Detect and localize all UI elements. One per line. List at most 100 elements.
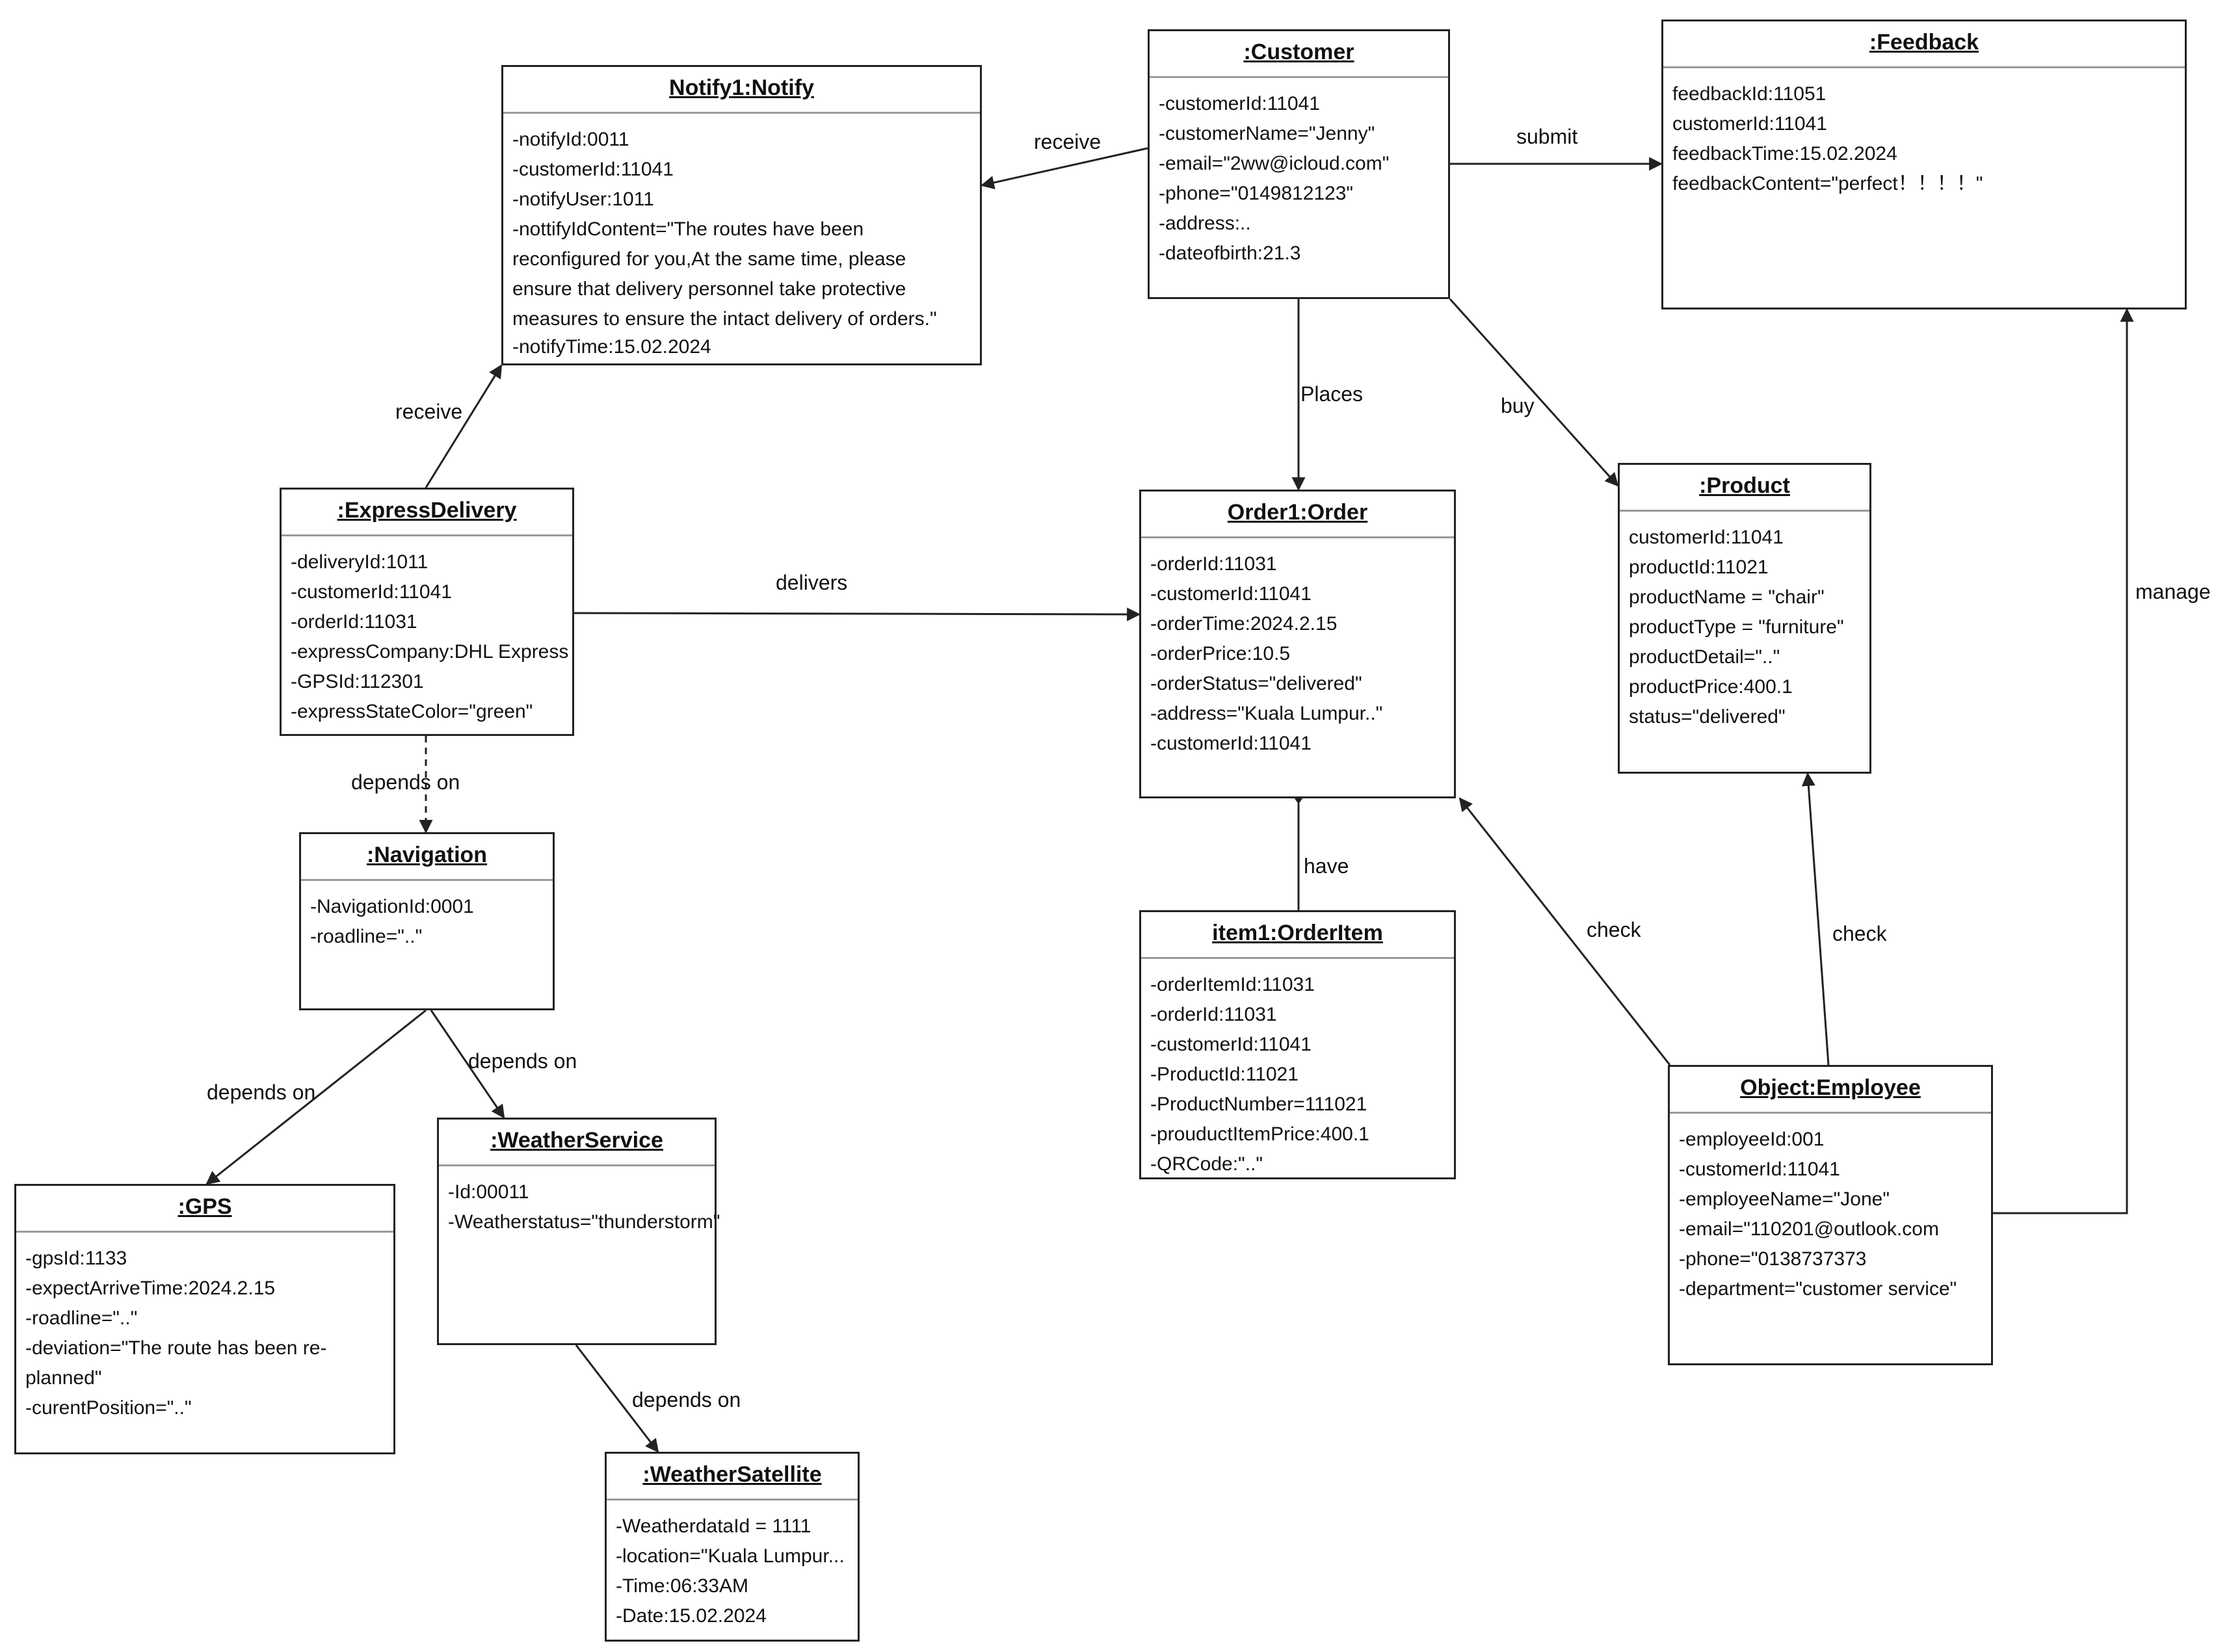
attribute-list: -WeatherdataId = 1111 -location="Kuala L… (607, 1495, 858, 1631)
label-depends-on-weather: depends on (468, 1049, 577, 1073)
attribute: feedbackContent="perfect！！！！" (1672, 173, 1983, 194)
attribute: -orderTime:2024.2.15 (1150, 613, 1338, 635)
attribute: productPrice:400.1 (1629, 676, 1793, 698)
link-employee-product (1801, 772, 1830, 1066)
attribute: -customerId:11041 (1150, 583, 1312, 605)
attribute: -WeatherdataId = 1111 (616, 1515, 811, 1537)
object-title: Order1:Order (1227, 500, 1368, 525)
label-receive-customer: receive (1034, 130, 1101, 153)
attribute: status="delivered" (1629, 706, 1786, 728)
link-employee-feedback (1957, 308, 2134, 1214)
attribute: -phone="0138737373 (1679, 1248, 1867, 1270)
attribute: -dateofbirth:21.3 (1159, 243, 1301, 264)
attribute-list: -orderId:11031 -customerId:11041 -orderT… (1141, 533, 1454, 759)
attribute: -deliveryId:1011 (291, 551, 429, 573)
object-notify: Notify1:Notify -notifyId:0011 -customerI… (501, 65, 982, 365)
divider (1150, 76, 1448, 78)
attribute: -GPSId:112301 (291, 671, 424, 692)
divider (1141, 536, 1454, 538)
object-title: :GPS (178, 1194, 232, 1219)
attribute-list: -customerId:11041 -customerName="Jenny" … (1150, 73, 1448, 269)
object-express-delivery: :ExpressDelivery -deliveryId:1011 -custo… (280, 488, 574, 736)
label-have: have (1304, 854, 1349, 878)
attribute: -ProductNumber=111021 (1150, 1094, 1367, 1115)
object-weather-service: :WeatherService -Id:00011 -Weatherstatus… (437, 1118, 720, 1345)
attribute: -customerId:11041 (291, 581, 452, 603)
attribute: -curentPosition=".." (25, 1397, 192, 1419)
label-depends-on-gps: depends on (207, 1081, 316, 1104)
label-manage: manage (2135, 580, 2211, 603)
attribute-list: -deliveryId:1011 -customerId:11041 -orde… (282, 531, 572, 727)
attribute-list: feedbackId:11051 customerId:11041 feedba… (1663, 63, 2185, 199)
attribute-list: -NavigationId:0001 -roadline=".." (301, 876, 553, 952)
object-title: :Navigation (366, 843, 488, 867)
attribute: -QRCode:".." (1150, 1153, 1263, 1175)
object-product: :Product customerId:11041 productId:1102… (1618, 463, 1871, 774)
attribute: -customerId:11041 (1159, 93, 1320, 114)
attribute: -orderStatus="delivered" (1150, 673, 1362, 694)
object-title: :Feedback (1869, 30, 1979, 55)
object-gps: :GPS -gpsId:1133 -expectArriveTime:2024.… (14, 1184, 395, 1454)
link-weatherservice-satellite (575, 1344, 659, 1453)
attribute: -notifyTime:15.02.2024 (512, 336, 711, 358)
link-navigation-weatherservice (430, 1010, 505, 1119)
attribute: -orderId:11031 (1150, 1004, 1277, 1025)
attribute: -gpsId:1133 (25, 1248, 127, 1269)
object-title: Notify1:Notify (669, 75, 814, 100)
attribute: customerId:11041 (1672, 113, 1827, 135)
attribute: customerId:11041 (1629, 527, 1784, 548)
divider (1663, 66, 2185, 68)
attribute: -ProductId:11021 (1150, 1064, 1299, 1085)
attribute: -Time:06:33AM (616, 1575, 748, 1597)
attribute-list: -notifyId:0011 -customerId:11041 -notify… (503, 109, 980, 360)
label-places: Places (1300, 382, 1364, 406)
object-order: Order1:Order -orderId:11031 -customerId:… (1139, 490, 1456, 798)
link-employee-order (1458, 797, 1671, 1066)
link-express-notify (425, 364, 503, 488)
attribute: -email="110201@outlook.com (1679, 1218, 1939, 1240)
object-title: :ExpressDelivery (337, 498, 517, 523)
attribute: -address:.. (1159, 213, 1251, 234)
object-title: item1:OrderItem (1212, 921, 1383, 945)
link-express-order (574, 607, 1141, 622)
label-submit: submit (1516, 125, 1578, 148)
attribute: -roadline=".." (310, 926, 423, 947)
attribute: -email="2ww@icloud.com" (1159, 153, 1390, 174)
attribute: -deviation="The route has been re-planne… (25, 1337, 327, 1389)
object-title: :WeatherService (490, 1128, 663, 1153)
object-weather-satellite: :WeatherSatellite -WeatherdataId = 1111 … (605, 1452, 860, 1642)
attribute-list: -Id:00011 -Weatherstatus="thunderstorm" (439, 1161, 720, 1237)
attribute: productId:11021 (1629, 557, 1769, 578)
attribute: -orderPrice:10.5 (1150, 643, 1291, 664)
divider (1141, 957, 1454, 959)
attribute: -expressCompany:DHL Express (291, 641, 569, 662)
attribute: -customerId:11041 (1150, 733, 1312, 754)
attribute: -expressStateColor="green" (291, 701, 533, 722)
attribute-list: -employeeId:001 -customerId:11041 -emplo… (1670, 1108, 1991, 1304)
attribute: -Date:15.02.2024 (616, 1605, 767, 1627)
attribute: -employeeId:001 (1679, 1129, 1825, 1150)
attribute-list: customerId:11041 productId:11021 product… (1620, 506, 1869, 732)
object-employee: Object:Employee -employeeId:001 -custome… (1668, 1065, 1993, 1365)
attribute: -customerName="Jenny" (1159, 123, 1375, 144)
divider (607, 1499, 858, 1501)
label-depends-on-navigation: depends on (351, 770, 460, 794)
object-title: :Customer (1243, 40, 1354, 64)
divider (439, 1164, 715, 1166)
attribute: -customerId:11041 (512, 159, 674, 180)
divider (1670, 1112, 1991, 1114)
attribute: -orderItemId:11031 (1150, 974, 1315, 995)
object-customer: :Customer -customerId:11041 -customerNam… (1148, 29, 1450, 299)
link-customer-notify (980, 147, 1148, 190)
attribute: -NavigationId:0001 (310, 896, 474, 917)
attribute: -employeeName="Jone" (1679, 1188, 1890, 1210)
attribute: feedbackId:11051 (1672, 83, 1827, 105)
attribute: productDetail=".." (1629, 646, 1780, 668)
attribute: -Weatherstatus="thunderstorm" (448, 1211, 720, 1233)
attribute-list: -orderItemId:11031 -orderId:11031 -custo… (1141, 954, 1454, 1177)
attribute: -department="customer service" (1679, 1278, 1957, 1300)
link-navigation-gps (205, 1009, 427, 1185)
object-title: :Product (1699, 473, 1790, 498)
object-title: Object:Employee (1740, 1075, 1921, 1100)
